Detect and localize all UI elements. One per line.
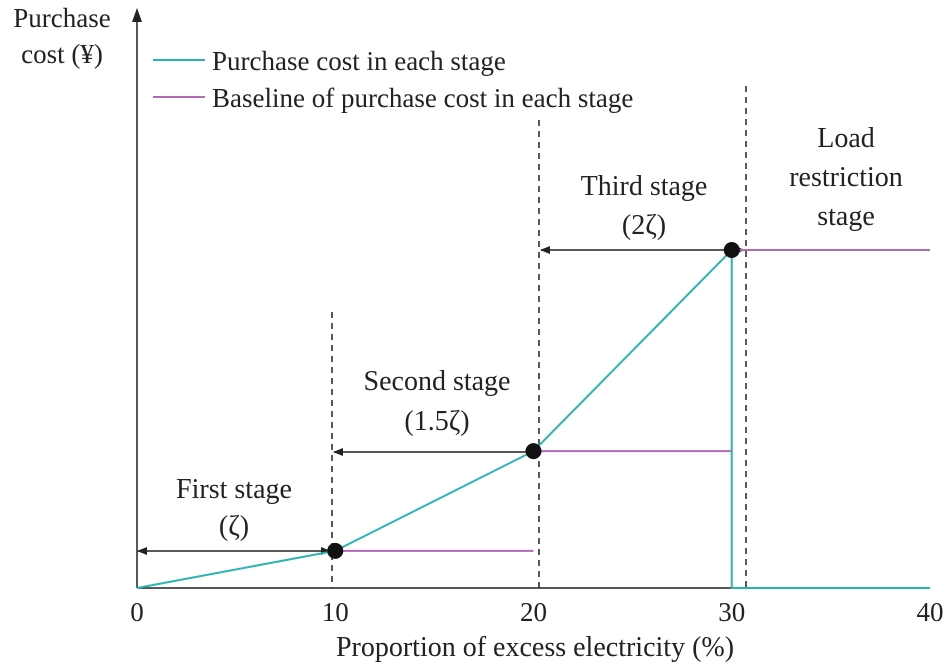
first-stage-name: First stage — [176, 474, 292, 505]
legend-label-purchase-cost: Purchase cost in each stage — [212, 46, 506, 76]
legend: Purchase cost in each stage Baseline of … — [153, 46, 633, 113]
load-restriction-stage-line1: Load — [817, 123, 875, 154]
load-restriction-stage-line3: stage — [817, 201, 875, 232]
stage-point-marker-3 — [723, 242, 740, 258]
x-tick-label: 10 — [322, 597, 349, 627]
third-stage-rate: (2ζ) — [622, 210, 666, 241]
x-tick-label: 30 — [718, 597, 745, 627]
baseline-series — [335, 249, 930, 552]
first-stage-rate: (ζ) — [219, 511, 249, 542]
x-tick-labels: 0 10 20 30 40 — [130, 597, 943, 627]
x-tick-label: 40 — [917, 597, 944, 627]
y-axis-label-line1: Purchase — [13, 3, 110, 33]
third-stage-name: Third stage — [581, 171, 708, 202]
stage-point-marker-2 — [525, 443, 542, 460]
purchase-cost-line — [136, 247, 930, 589]
x-tick-label: 20 — [520, 597, 547, 627]
purchase-cost-series — [136, 247, 930, 589]
stage-markers — [327, 242, 740, 559]
legend-label-baseline: Baseline of purchase cost in each stage — [212, 83, 633, 113]
x-tick-label: 0 — [130, 597, 144, 627]
x-axis-label: Proportion of excess electricity (%) — [336, 632, 734, 663]
second-stage-name: Second stage — [364, 366, 511, 397]
stage-point-marker-1 — [327, 542, 344, 559]
y-axis-label-line2: cost (¥) — [21, 39, 103, 69]
y-axis-arrow-icon — [132, 8, 142, 22]
second-stage-rate: (1.5ζ) — [404, 406, 469, 437]
load-restriction-stage-line2: restriction — [789, 162, 903, 193]
